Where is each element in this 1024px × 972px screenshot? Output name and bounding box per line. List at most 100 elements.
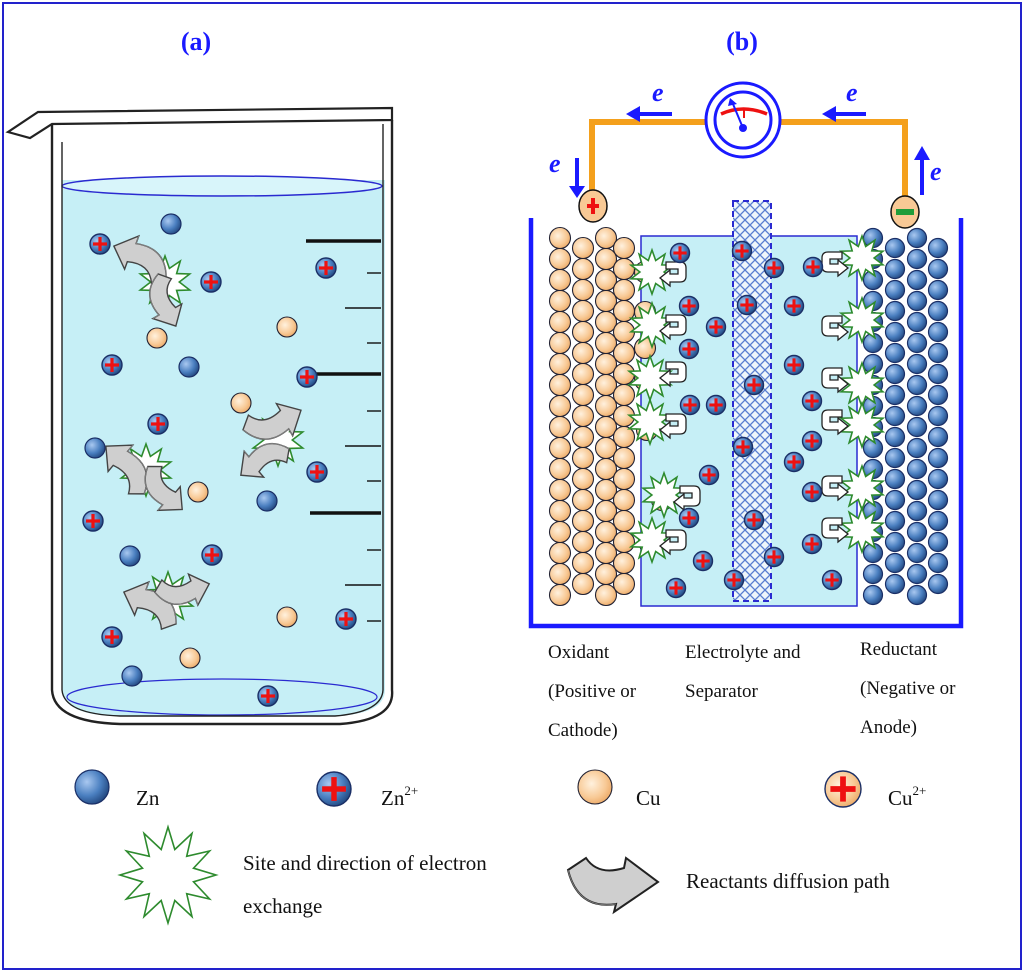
positive-terminal [578, 189, 608, 223]
cu-atom-icon [612, 236, 636, 260]
wire [589, 119, 908, 200]
zn-ion-icon [692, 550, 714, 572]
cu-atom-icon [276, 316, 298, 338]
cell-walls [528, 218, 964, 629]
zn-atom-icon [884, 468, 906, 490]
electron-exchange-star-icon [838, 295, 886, 345]
zn-ion-icon [101, 626, 123, 648]
zn-atom-icon [862, 584, 884, 606]
zn-atom-icon [906, 248, 928, 270]
cu-atom-icon [571, 362, 595, 386]
cu-atom-icon [548, 436, 572, 460]
diffusion-arrow-icon [821, 315, 850, 342]
cu-atom-icon [548, 268, 572, 292]
cu-atom-icon [612, 467, 636, 491]
beaker-water [62, 180, 385, 716]
zn-ion-icon [678, 295, 700, 317]
zn-ion-icon [678, 507, 700, 529]
zn-atom-icon [884, 552, 906, 574]
electrolyte-ions [665, 240, 843, 599]
zn-ion-icon [763, 257, 785, 279]
zn-atom-icon [927, 363, 949, 385]
zn-atom-icon [884, 384, 906, 406]
electron-exchange-star-icon [838, 400, 886, 450]
diffusion-arrow-icon [149, 273, 183, 327]
diffusion-arrow-icon [658, 529, 687, 556]
cu-atom-icon [612, 446, 636, 470]
zn-atom-icon [927, 258, 949, 280]
zn-atom-icon [927, 279, 949, 301]
zn-atom-icon [884, 426, 906, 448]
cu-atom-icon [548, 373, 572, 397]
cu-atom-icon [612, 257, 636, 281]
cu-atom-icon [571, 551, 595, 575]
zn-ion-icon [89, 233, 111, 255]
zn-ion-icon [783, 451, 805, 473]
cu-atom-icon [571, 425, 595, 449]
cu-atom-icon [548, 352, 572, 376]
zn-ion-icon [306, 461, 328, 483]
zn-atom-icon [906, 500, 928, 522]
zn-atom-icon [862, 563, 884, 585]
cu-atom-icon [571, 446, 595, 470]
cu-atom-icon [571, 467, 595, 491]
cu-ion-icon [824, 770, 862, 808]
zn-atom-icon [906, 521, 928, 543]
zn-atom-icon [906, 269, 928, 291]
zn-ion-icon [723, 569, 745, 591]
cu-atom-icon [548, 499, 572, 523]
zn-ion-icon [678, 338, 700, 360]
oxidant-label-line: (Positive or [548, 681, 637, 702]
cu-atom-icon [548, 520, 572, 544]
water-surface [61, 175, 383, 197]
external-circuit: e e e e [549, 78, 942, 229]
cu-atom-icon [571, 299, 595, 323]
zn-atom-icon [906, 542, 928, 564]
zn-atom-icon [906, 458, 928, 480]
legend-site-label-line: Site and direction of electron [243, 851, 487, 875]
diffusion-arrow-icon [821, 367, 850, 394]
zn-atom-icon [884, 321, 906, 343]
electron-label: e [652, 78, 664, 107]
electron-exchange-star-icon [117, 824, 219, 926]
zn-ion-icon [335, 608, 357, 630]
cu-atom-icon [548, 226, 572, 250]
zn-ion-icon [801, 481, 823, 503]
legend-cu-ion-base: Cu [888, 786, 913, 810]
zn-atom-icon [927, 342, 949, 364]
cu-atom-icon [571, 383, 595, 407]
zn-ion-icon [316, 771, 352, 807]
electrolyte-label-line: Electrolyte and [685, 642, 801, 663]
diffusion-arrow-icon [821, 409, 850, 436]
zn-ion-icon [315, 257, 337, 279]
zn-atom-icon [884, 300, 906, 322]
cu-atom-icon [548, 289, 572, 313]
zn-atom-icon [74, 769, 110, 805]
oxidant-label-line: Cathode) [548, 720, 618, 741]
cu-atom-icon [548, 247, 572, 271]
zn-ion-icon [665, 577, 687, 599]
zn-ion-icon [801, 533, 823, 555]
zn-ion-icon [669, 242, 691, 264]
zn-ion-icon [802, 256, 824, 278]
zn-atom-icon [884, 258, 906, 280]
cu-atom-icon [612, 509, 636, 533]
separator [732, 200, 772, 602]
zn-atom-icon [927, 531, 949, 553]
legend-site-label-line: exchange [243, 894, 322, 918]
zn-ion-icon [743, 509, 765, 531]
reductant-label-line: Anode) [860, 717, 917, 738]
diffusion-arrow-icon [821, 517, 850, 544]
electron-exchange-star-icon [626, 397, 674, 447]
zn-atom-icon [884, 363, 906, 385]
cu-atom-icon [548, 478, 572, 502]
cu-atom-icon [571, 257, 595, 281]
zn-atom-icon [884, 237, 906, 259]
cu-atom-icon [612, 383, 636, 407]
negative-terminal [890, 195, 920, 229]
cu-atom-icon [612, 488, 636, 512]
electron-exchange-star-icon [640, 470, 688, 520]
zn-atom-icon [927, 426, 949, 448]
